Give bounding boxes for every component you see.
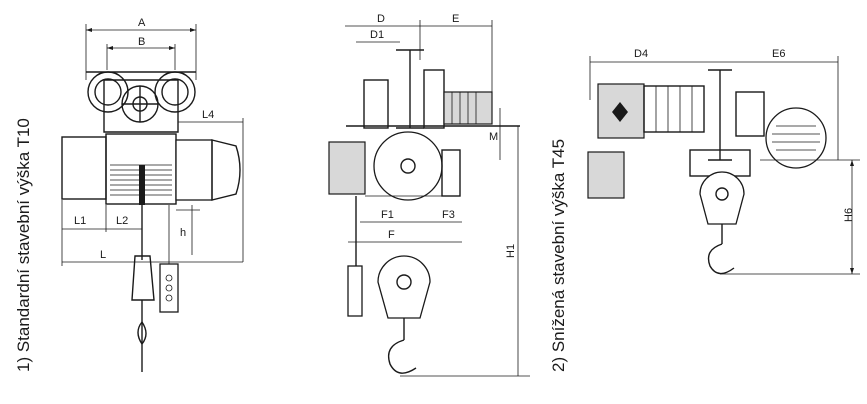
figure-standard-hoist: A B (61, 17, 244, 372)
dim-f3: F3 (442, 209, 455, 221)
dim-d: D (377, 13, 385, 25)
dim-d1: D1 (370, 29, 384, 41)
dim-h: h (180, 227, 186, 239)
dim-l2: L2 (116, 215, 128, 227)
dim-h6: H6 (843, 208, 855, 222)
dim-e6: E6 (772, 48, 785, 60)
figure-front-view: D1 D E M (328, 13, 530, 377)
dim-f: F (388, 229, 395, 241)
dim-l: L (100, 249, 106, 261)
dim-d4: D4 (634, 48, 648, 60)
dim-e: E (452, 13, 459, 25)
dim-h1: H1 (505, 244, 517, 258)
dim-f1: F1 (381, 209, 394, 221)
figure-reduced-hoist: D4 E6 (587, 48, 860, 275)
dim-b: B (138, 36, 145, 48)
dim-l1: L1 (74, 215, 86, 227)
dim-m: M (489, 131, 498, 143)
dim-a: A (138, 17, 146, 29)
dim-l4: L4 (202, 109, 214, 121)
